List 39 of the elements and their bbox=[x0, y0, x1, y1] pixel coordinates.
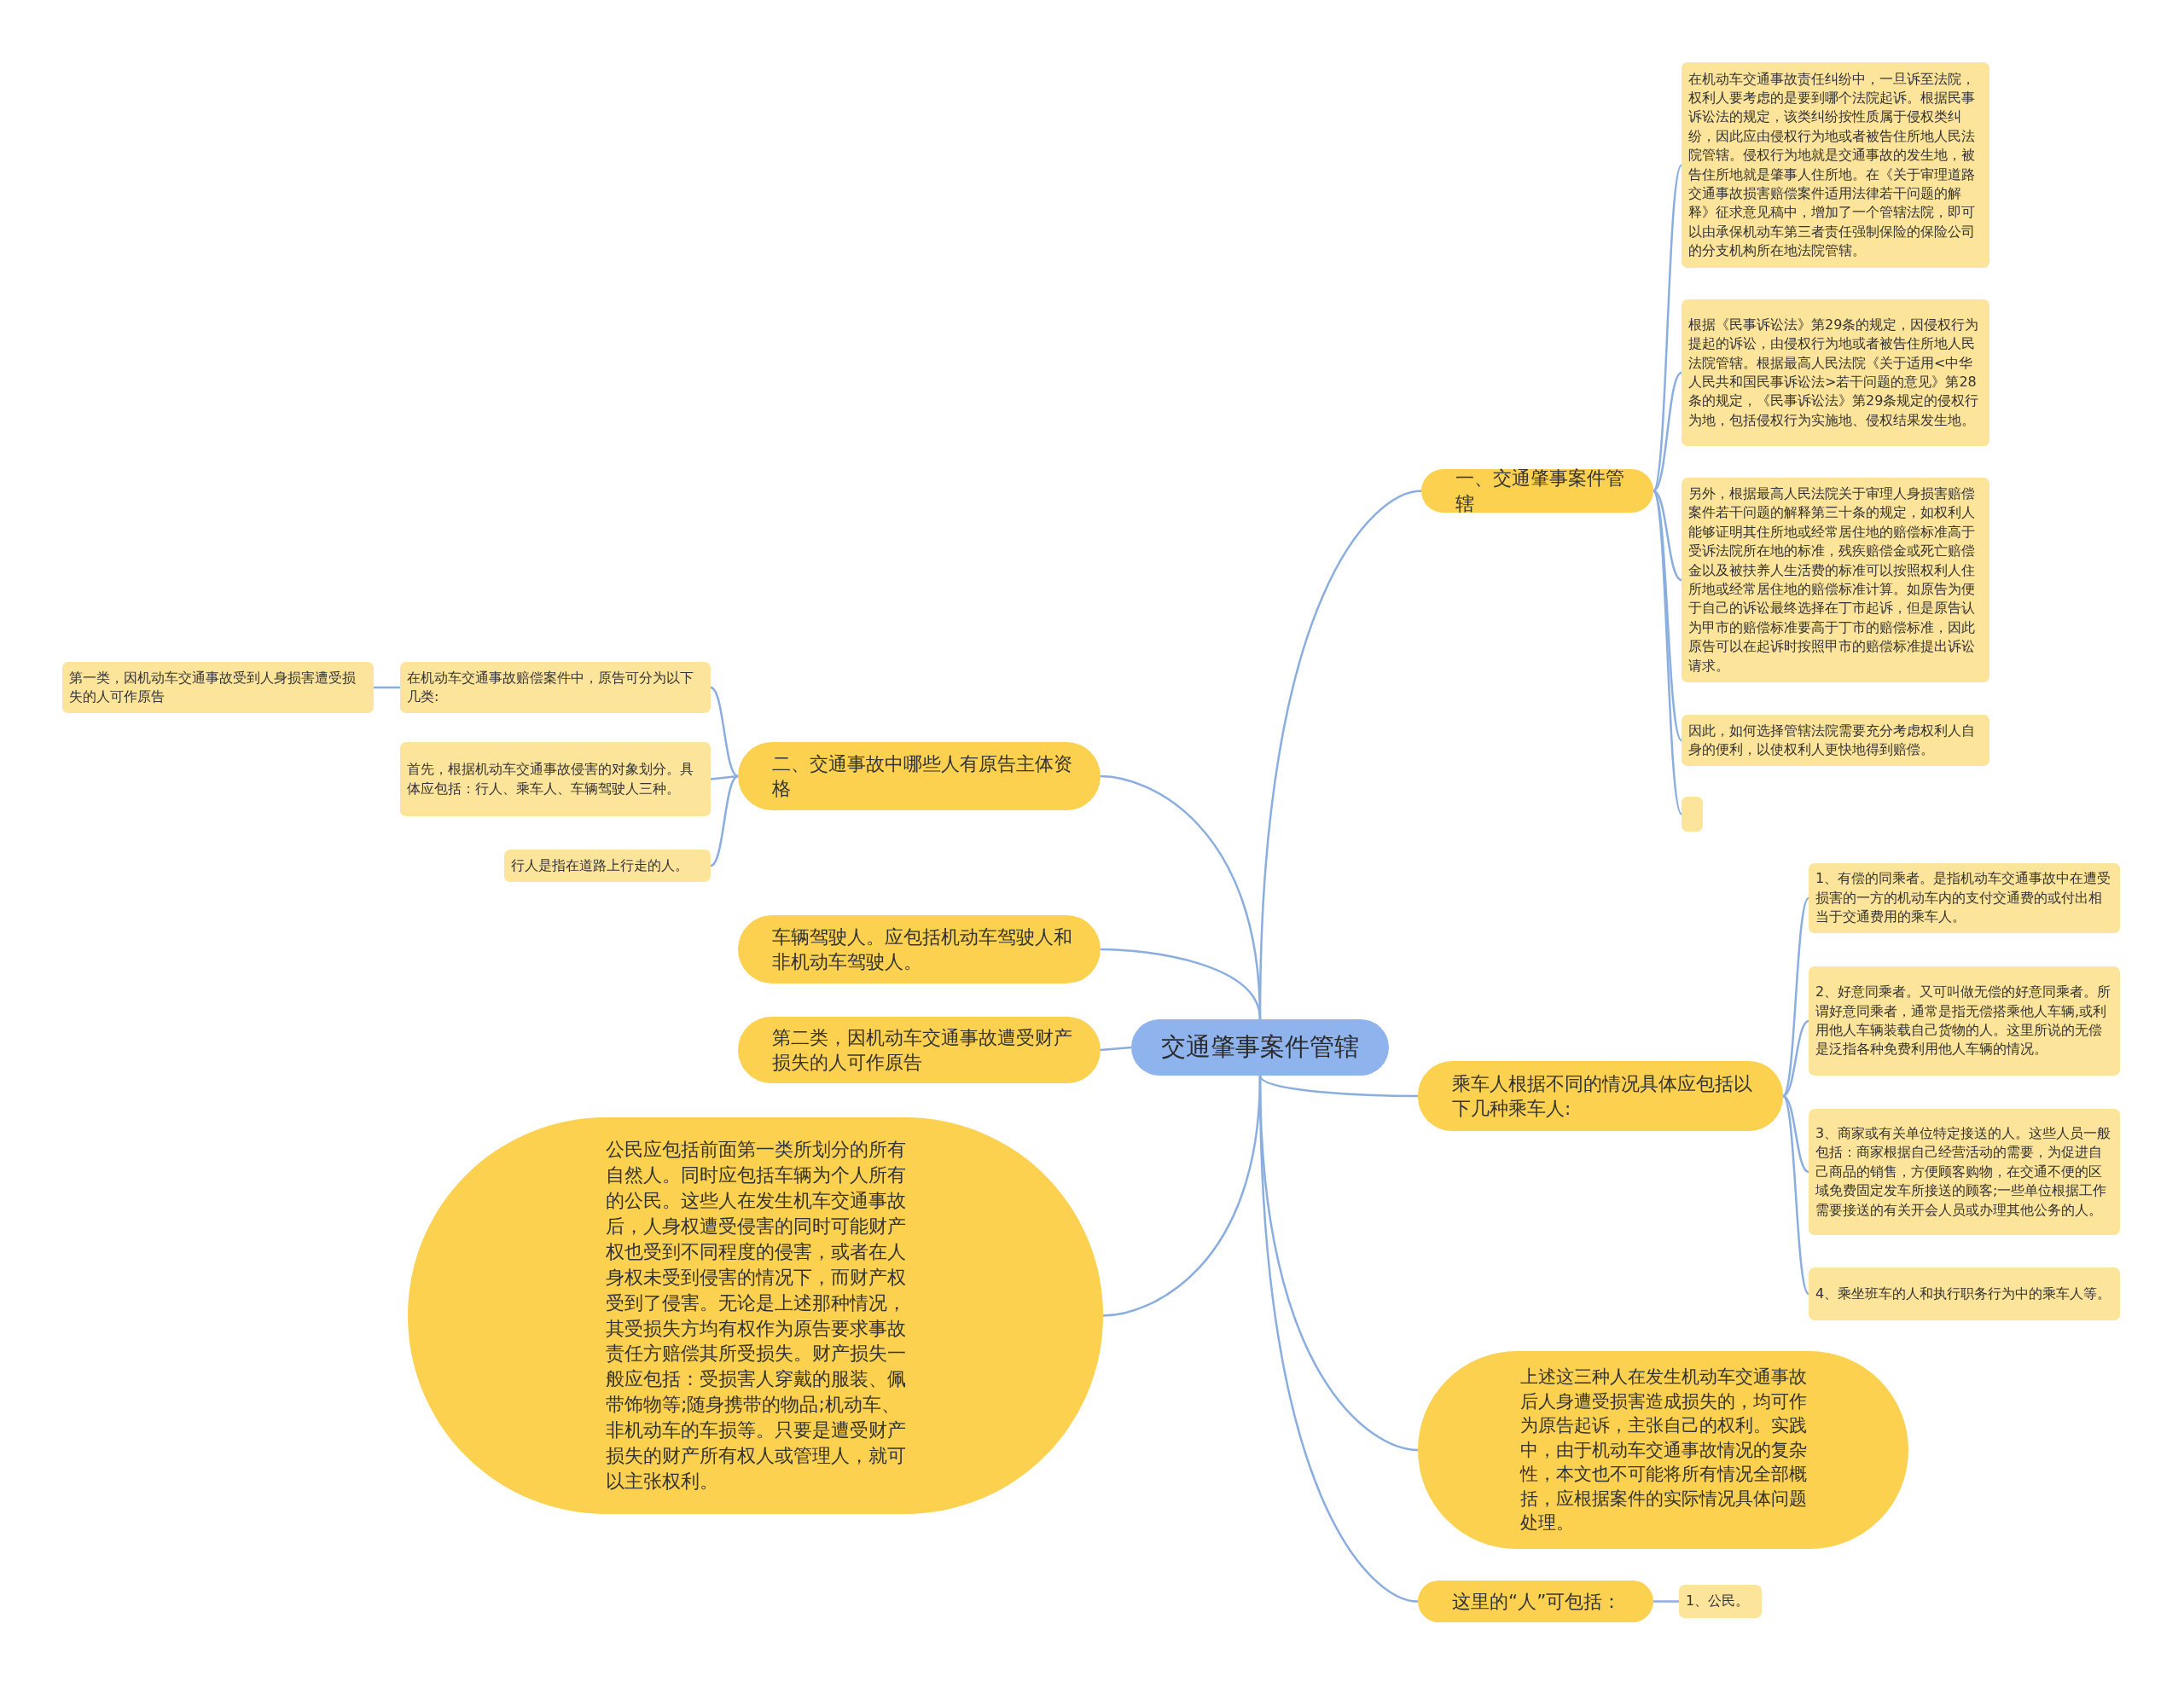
topic-bubble: 公民应包括前面第一类所划分的所有自然人。同时应包括车辆为个人所有的公民。这些人在发生机车交通事故后，人身权遭受侵害的同时可能财产权也受到不同程度的侵害，或者在人身权未受到侵害的情况下，而财产权受到了侵害。无论是上述那种情况，其受损失方均有权作为原告要求事故责任方赔偿其所受损失。财产损失一般应包括：受损害人穿戴的服装、佩带饰物等;随身携带的物品;机动车、非机动车的车损等。只要是遭受财产损失的财产所有权人或管理人，就可以主张权利。 bbox=[408, 1117, 1103, 1514]
note-box: 第一类，因机动车交通事故受到人身损害遭受损失的人可作原告 bbox=[62, 662, 374, 713]
connector-line bbox=[1258, 1075, 1418, 1098]
note-box: 2、好意同乘者。又可叫做无偿的好意同乘者。所谓好意同乘者，通常是指无偿搭乘他人车辆,或利用他人车辆装载自己货物的人。这里所说的无偿是泛指各种免费利用他人车辆的情况。 bbox=[1809, 966, 2120, 1076]
connector-line bbox=[1652, 490, 1683, 815]
topic-bubble: 一、交通肇事案件管辖 bbox=[1421, 469, 1653, 513]
note-box: 因此，如何选择管辖法院需要充分考虑权利人自身的便利，以使权利人更快地得到赔偿。 bbox=[1682, 715, 1989, 766]
connector-line bbox=[1653, 1600, 1679, 1603]
connector-line bbox=[1782, 1019, 1809, 1098]
topic-bubble: 二、交通事故中哪些人有原告主体资格 bbox=[738, 742, 1101, 810]
note-box: 3、商家或有关单位特定接送的人。这些人员一般包括：商家根据自己经营活动的需要，为促进自己商品的销售，方便顾客购物，在交通不便的区域免费固定发车所接送的顾客;一些单位根据工作需要接送的有关开会人员或办理其他公务的人。 bbox=[1809, 1109, 2120, 1235]
connector-line bbox=[1258, 1075, 1419, 1603]
central-topic: 交通肇事案件管辖 bbox=[1131, 1019, 1389, 1076]
connector-line bbox=[1653, 372, 1682, 492]
connector-line bbox=[374, 686, 400, 689]
note-box: 1、有偿的同乘者。是指机动车交通事故中在遭受损害的一方的机动车内的支付交通费的或付出相当于交通费用的乘车人。 bbox=[1809, 863, 2120, 933]
topic-bubble: 车辆驾驶人。应包括机动车驾驶人和非机动车驾驶人。 bbox=[738, 915, 1101, 983]
connector-line bbox=[1782, 1094, 1809, 1174]
connector-line bbox=[1782, 897, 1809, 1097]
connector-line bbox=[710, 774, 739, 867]
connector-line bbox=[710, 686, 739, 778]
topic-bubble: 这里的“人”可包括： bbox=[1418, 1581, 1653, 1622]
connector-line bbox=[1782, 1095, 1809, 1295]
topic-bubble: 第二类，因机动车交通事故遭受财产损失的人可作原告 bbox=[738, 1017, 1101, 1083]
connector-line bbox=[1100, 1046, 1132, 1052]
note-box: 根据《民事诉讼法》第29条的规定，因侵权行为提起的诉讼，由侵权行为地或者被告住所地人民法院管辖。根据最高人民法院《关于适用<中华人民共和国民事诉讼法>若干问题的意见》第28条的规定，《民事诉讼法》第29条规定的侵权行为地，包括侵权行为实施地、侵权结果发生地。 bbox=[1682, 299, 1989, 446]
note-box: 在机动车交通事故责任纠纷中，一旦诉至法院，权利人要考虑的是要到哪个法院起诉。根据民事诉讼法的规定，该类纠纷按性质属于侵权类纠纷，因此应由侵权行为地或者被告住所地人民法院管辖。侵权行为地就是交通事故的发生地，被告住所地就是肇事人住所地。在《关于审理道路交通事故损害赔偿案件适用法律若干问题的解释》征求意见稿中，增加了一个管辖法院，即可以由承保机动车第三者责任强制保险的保险公司的分支机构所在地法院管辖。 bbox=[1682, 62, 1989, 268]
connector-line bbox=[1652, 164, 1683, 492]
note-box: 4、乘坐班车的人和执行职务行为中的乘车人等。 bbox=[1809, 1267, 2120, 1320]
topic-bubble: 上述这三种人在发生机动车交通事故后人身遭受损害造成损失的，均可作为原告起诉，主张自己的权利。实践中，由于机动车交通事故情况的复杂性，本文也不可能将所有情况全部概括，应根据案件的实际情况具体问题处理。 bbox=[1418, 1351, 1908, 1549]
note-box: 在机动车交通事故赔偿案件中，原告可分为以下几类: bbox=[400, 662, 711, 713]
note-box: 首先，根据机动车交通事故侵害的对象划分。具体应包括：行人、乘车人、车辆驾驶人三种。 bbox=[400, 742, 711, 816]
empty-box bbox=[1682, 797, 1703, 832]
note-box: 行人是指在道路上行走的人。 bbox=[504, 850, 711, 882]
note-box: 另外，根据最高人民法院关于审理人身损害赔偿案件若干问题的解释第三十条的规定，如权利人能够证明其住所地或经常居住地的赔偿标准高于受诉法院所在地的标准，残疾赔偿金或死亡赔偿金以及被扶养人生活费的标准可以按照权利人住所地或经常居住地的赔偿标准计算。如原告为便于自己的诉讼最终选择在丁市起诉，但是原告认为甲市的赔偿标准要高于丁市的赔偿标准，因此原告可以在起诉时按照甲市的赔偿标准提出诉讼请求。 bbox=[1682, 478, 1989, 682]
note-box: 1、公民。 bbox=[1679, 1585, 1762, 1618]
connector-line bbox=[1100, 948, 1262, 1020]
topic-bubble: 乘车人根据不同的情况具体应包括以下几种乘车人: bbox=[1418, 1061, 1783, 1131]
connector-line bbox=[1653, 490, 1682, 582]
